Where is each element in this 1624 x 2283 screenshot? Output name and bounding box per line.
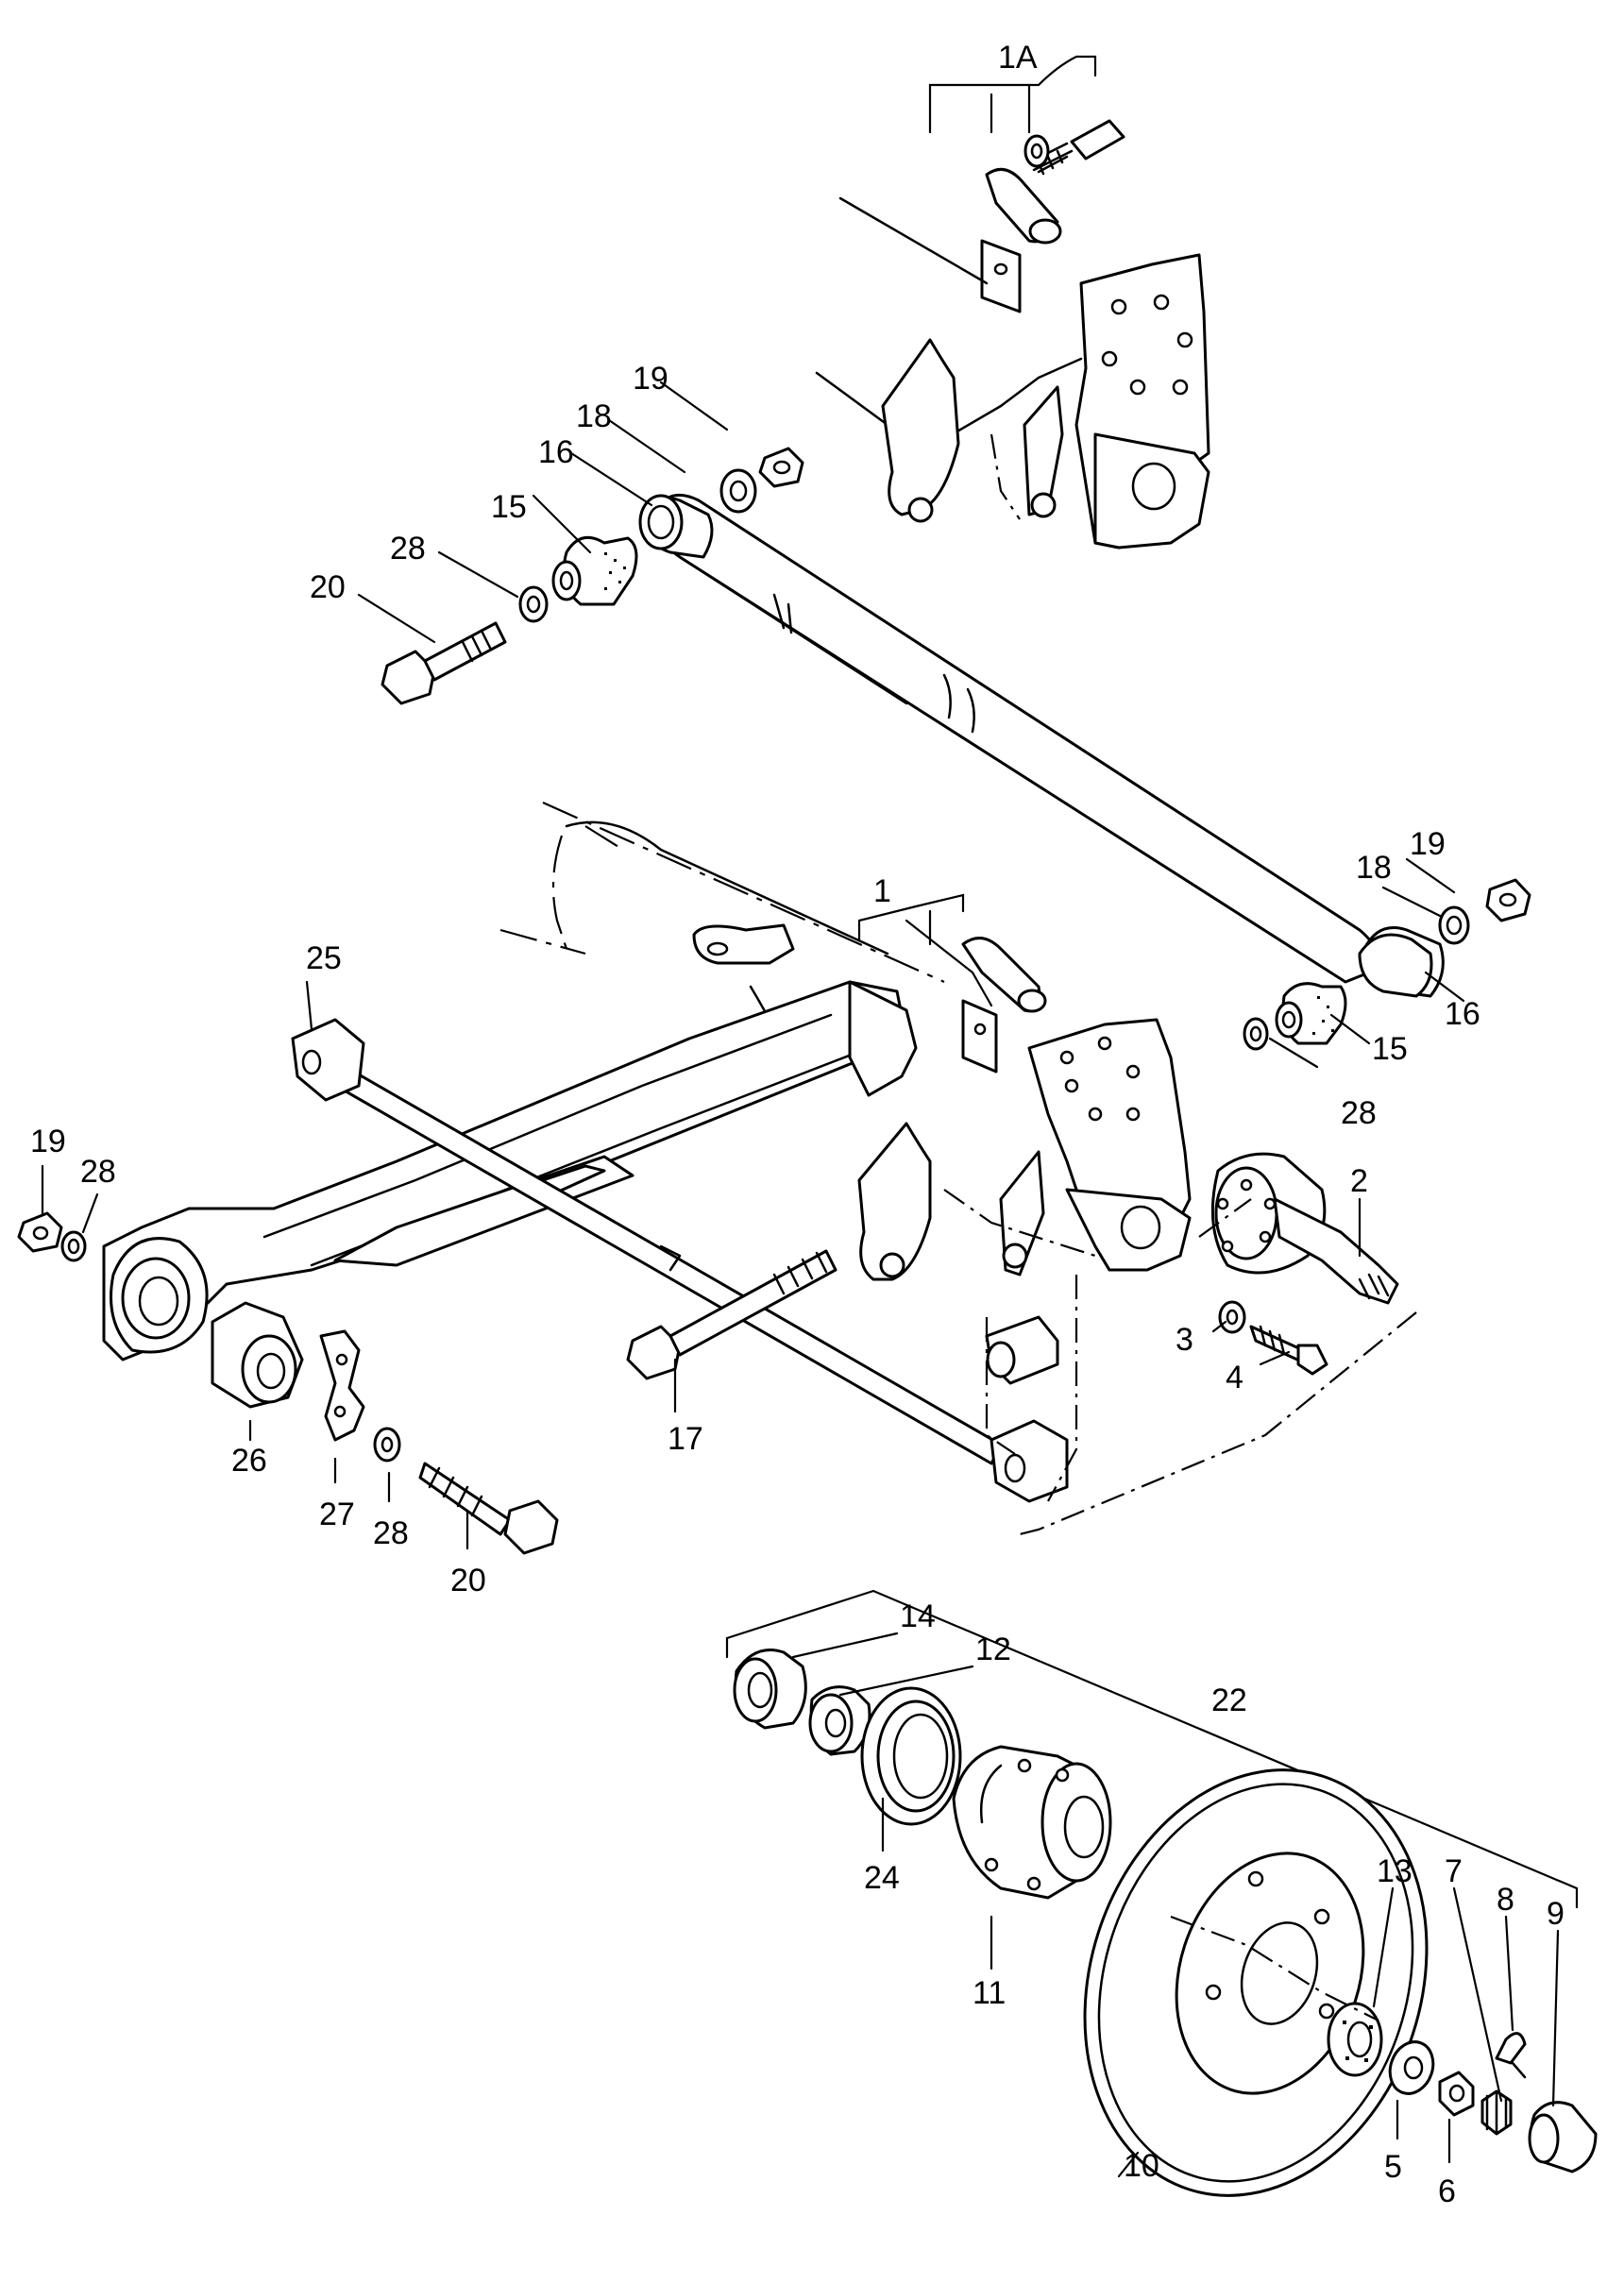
callout-13: 13 bbox=[1377, 1853, 1413, 1889]
callout-16-upper: 16 bbox=[538, 434, 574, 470]
callout-11: 11 bbox=[973, 1975, 1006, 2011]
callout-19-left: 19 bbox=[30, 1124, 66, 1159]
callout-8: 8 bbox=[1497, 1882, 1514, 1918]
callout-3: 3 bbox=[1176, 1322, 1193, 1358]
callout-27: 27 bbox=[319, 1497, 355, 1532]
callout-4: 4 bbox=[1226, 1360, 1243, 1395]
callout-20-lower: 20 bbox=[450, 1563, 486, 1598]
callout-24: 24 bbox=[864, 1860, 900, 1896]
callout-7: 7 bbox=[1445, 1853, 1463, 1889]
callout-20-upper: 20 bbox=[310, 569, 346, 605]
hub-disc-assembly bbox=[725, 1589, 1598, 2197]
callout-5: 5 bbox=[1384, 2149, 1402, 2185]
callout-9: 9 bbox=[1547, 1896, 1565, 1932]
callout-12: 12 bbox=[975, 1632, 1011, 1667]
upper-left-fasteners bbox=[381, 447, 804, 705]
callout-28-upper: 28 bbox=[390, 531, 426, 567]
leader-lines bbox=[41, 380, 1560, 2178]
callout-14: 14 bbox=[900, 1598, 936, 1634]
callout-26: 26 bbox=[231, 1443, 267, 1479]
upper-bracket-assembly bbox=[815, 55, 1210, 550]
callout-28-right: 28 bbox=[1341, 1095, 1377, 1131]
right-mount-fasteners bbox=[857, 878, 1531, 1074]
callout-25: 25 bbox=[306, 940, 342, 976]
callout-6: 6 bbox=[1438, 2173, 1456, 2209]
callout-2: 2 bbox=[1350, 1163, 1368, 1199]
callout-18-upper: 18 bbox=[576, 398, 612, 434]
callout-28-left: 28 bbox=[80, 1154, 116, 1190]
axle-beam bbox=[102, 801, 1192, 1361]
callout-19-right: 19 bbox=[1410, 826, 1446, 862]
callout-16-right: 16 bbox=[1445, 996, 1480, 1032]
stub-axle bbox=[1019, 1152, 1417, 1536]
callout-labels: 1A 19 18 16 15 28 20 19 18 1 25 16 15 28… bbox=[30, 40, 1565, 2209]
track-rod-upper bbox=[638, 493, 1445, 998]
callout-18-right: 18 bbox=[1356, 850, 1392, 886]
callout-19-upper: 19 bbox=[633, 361, 668, 397]
callout-22: 22 bbox=[1211, 1683, 1247, 1718]
rear-track-bar bbox=[291, 1018, 1078, 1503]
callout-15-right: 15 bbox=[1372, 1031, 1408, 1067]
callout-15-upper: 15 bbox=[491, 489, 527, 525]
callout-17: 17 bbox=[668, 1421, 703, 1457]
left-lower-fasteners bbox=[17, 1211, 559, 1555]
callout-1: 1 bbox=[873, 873, 891, 909]
callout-10: 10 bbox=[1124, 2148, 1159, 2184]
callout-28-lower: 28 bbox=[373, 1515, 409, 1551]
long-bolt-17 bbox=[626, 1249, 837, 1380]
callout-1A: 1A bbox=[998, 40, 1038, 76]
